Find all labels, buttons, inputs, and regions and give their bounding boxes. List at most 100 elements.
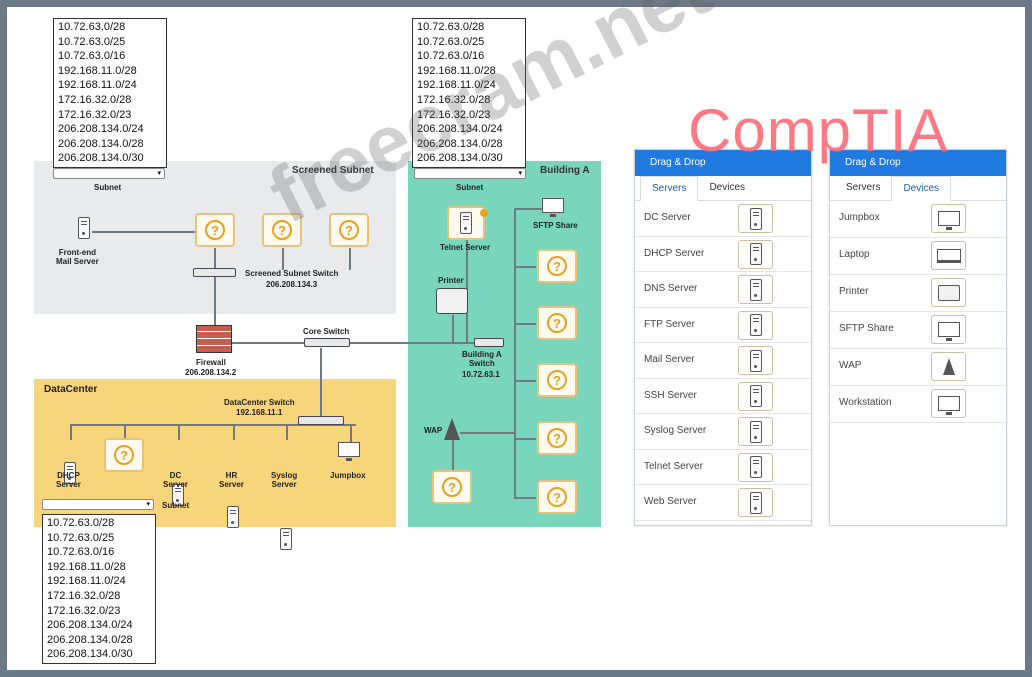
subnet-option[interactable]: 192.168.11.0/28 bbox=[47, 560, 126, 573]
tab-servers[interactable]: Servers bbox=[846, 182, 881, 193]
datacenter-unknown-1[interactable]: ? bbox=[104, 438, 144, 472]
subnet-option[interactable]: 192.168.11.0/28 bbox=[58, 64, 137, 77]
server-item-label: DNS Server bbox=[644, 283, 698, 294]
tab-devices[interactable]: Devices bbox=[709, 182, 746, 193]
screened-unknown-3[interactable]: ? bbox=[329, 213, 369, 247]
subnet-option[interactable]: 172.16.32.0/23 bbox=[47, 604, 121, 617]
link-dc-drop-4 bbox=[233, 424, 235, 440]
server-item[interactable]: Telnet Server bbox=[635, 450, 811, 485]
server-item-label: FTP Server bbox=[644, 318, 695, 330]
link-ba-sftp bbox=[514, 208, 544, 210]
subnet-option[interactable]: 10.72.63.0/16 bbox=[417, 50, 485, 63]
subnet-option[interactable]: 206.208.134.0/24 bbox=[47, 619, 133, 632]
laptop-icon[interactable] bbox=[931, 241, 966, 270]
device-item[interactable]: Jumpbox bbox=[830, 201, 1006, 238]
subnet-option[interactable]: 10.72.63.0/25 bbox=[47, 531, 115, 544]
device-item[interactable]: WAP bbox=[830, 349, 1006, 386]
monitor-icon[interactable] bbox=[931, 204, 966, 233]
building-a-unknown-5[interactable]: ? bbox=[537, 480, 577, 514]
datacenter-subnet-dropdown[interactable]: ▾ bbox=[42, 499, 154, 510]
subnet-option[interactable]: 206.208.134.0/28 bbox=[417, 137, 503, 150]
device-item[interactable]: Workstation bbox=[830, 386, 1006, 423]
building-a-unknown-4[interactable]: ? bbox=[537, 421, 577, 455]
subnet-option[interactable]: 192.168.11.0/24 bbox=[58, 79, 137, 92]
subnet-option[interactable]: 172.16.32.0/28 bbox=[47, 589, 121, 602]
server-icon[interactable] bbox=[738, 381, 773, 411]
device-item[interactable]: SFTP Share bbox=[830, 312, 1006, 349]
subnet-option[interactable]: 172.16.32.0/23 bbox=[58, 108, 132, 121]
dhcp-server-label: DHCP Server bbox=[56, 471, 81, 489]
server-item-label: DC Server bbox=[644, 212, 691, 223]
building-a-subnet-dropdown[interactable]: ▾ bbox=[414, 168, 526, 179]
syslog-server-icon bbox=[280, 528, 292, 550]
server-item[interactable]: Web Server bbox=[635, 485, 811, 521]
device-item[interactable]: Printer bbox=[830, 275, 1006, 312]
subnet-option[interactable]: 10.72.63.0/25 bbox=[58, 35, 126, 48]
subnet-option[interactable]: 192.168.11.0/24 bbox=[417, 79, 496, 92]
building-a-unknown-1[interactable]: ? bbox=[537, 249, 577, 283]
subnet-option[interactable]: 172.16.32.0/28 bbox=[58, 93, 132, 106]
telnet-badge-icon bbox=[480, 209, 488, 217]
subnet-option[interactable]: 10.72.63.0/16 bbox=[47, 546, 115, 559]
screened-switch-ip: 206.208.134.3 bbox=[266, 280, 318, 289]
subnet-option[interactable]: 206.208.134.0/28 bbox=[58, 137, 144, 150]
tab-devices[interactable]: Devices bbox=[891, 176, 952, 201]
subnet-option[interactable]: 172.16.32.0/23 bbox=[417, 108, 491, 121]
sftp-share-label: SFTP Share bbox=[533, 221, 578, 230]
subnet-option[interactable]: 206.208.134.0/24 bbox=[58, 123, 144, 136]
server-icon[interactable] bbox=[738, 204, 773, 233]
tab-servers[interactable]: Servers bbox=[640, 176, 699, 201]
subnet-option[interactable]: 10.72.63.0/28 bbox=[417, 21, 485, 33]
comptia-logo: CompTIA bbox=[688, 97, 949, 164]
server-icon[interactable] bbox=[738, 275, 773, 304]
link-ba-q1 bbox=[514, 266, 536, 268]
subnet-option[interactable]: 10.72.63.0/25 bbox=[417, 35, 485, 48]
subnet-option[interactable]: 172.16.32.0/28 bbox=[417, 93, 491, 106]
server-item[interactable]: DNS Server bbox=[635, 272, 811, 308]
subnet-option[interactable]: 192.168.11.0/28 bbox=[417, 64, 496, 77]
server-item[interactable]: Syslog Server bbox=[635, 414, 811, 450]
subnet-option[interactable]: 206.208.134.0/28 bbox=[47, 633, 133, 646]
link-datacenter-bus bbox=[70, 424, 356, 426]
device-item[interactable]: Laptop bbox=[830, 238, 1006, 275]
screened-unknown-2[interactable]: ? bbox=[262, 213, 302, 247]
server-icon[interactable] bbox=[738, 452, 773, 482]
question-icon: ? bbox=[547, 370, 567, 390]
subnet-option[interactable]: 10.72.63.0/28 bbox=[47, 517, 115, 529]
screened-unknown-1[interactable]: ? bbox=[195, 213, 235, 247]
building-a-unknown-3[interactable]: ? bbox=[537, 363, 577, 397]
server-icon[interactable] bbox=[738, 310, 773, 340]
server-icon[interactable] bbox=[738, 488, 773, 517]
server-item[interactable]: DC Server bbox=[635, 201, 811, 237]
printer-icon[interactable] bbox=[931, 278, 966, 307]
subnet-option[interactable]: 206.208.134.0/30 bbox=[47, 648, 133, 661]
subnet-option[interactable]: 206.208.134.0/30 bbox=[417, 152, 503, 165]
server-icon[interactable] bbox=[738, 417, 773, 446]
server-item[interactable]: DHCP Server bbox=[635, 237, 811, 272]
subnet-option[interactable]: 10.72.63.0/16 bbox=[58, 50, 126, 63]
subnet-option[interactable]: 10.72.63.0/28 bbox=[58, 21, 126, 33]
server-item-label: Syslog Server bbox=[644, 425, 707, 436]
building-a-unknown-wap[interactable]: ? bbox=[432, 470, 472, 504]
monitor-icon[interactable] bbox=[931, 389, 966, 418]
link-ba-wap bbox=[460, 432, 514, 434]
server-item[interactable]: Mail Server bbox=[635, 343, 811, 379]
wap-icon[interactable] bbox=[931, 352, 966, 381]
building-a-unknown-2[interactable]: ? bbox=[537, 306, 577, 340]
subnet-option[interactable]: 192.168.11.0/24 bbox=[47, 575, 126, 588]
hr-server-label: HR Server bbox=[219, 471, 244, 489]
firewall-label: Firewall bbox=[196, 358, 226, 367]
server-icon[interactable] bbox=[738, 346, 773, 375]
link-dc-drop-6 bbox=[350, 424, 352, 442]
screened-subnet-dropdown[interactable]: ▾ bbox=[53, 168, 165, 179]
server-icon[interactable] bbox=[738, 239, 773, 269]
subnet-option[interactable]: 206.208.134.0/24 bbox=[417, 123, 503, 136]
server-item[interactable]: SSH Server bbox=[635, 379, 811, 414]
subnet-option[interactable]: 206.208.134.0/30 bbox=[58, 152, 144, 165]
telnet-server-label: Telnet Server bbox=[440, 243, 491, 252]
server-item[interactable]: FTP Server bbox=[635, 308, 811, 343]
monitor-icon[interactable] bbox=[931, 315, 966, 344]
